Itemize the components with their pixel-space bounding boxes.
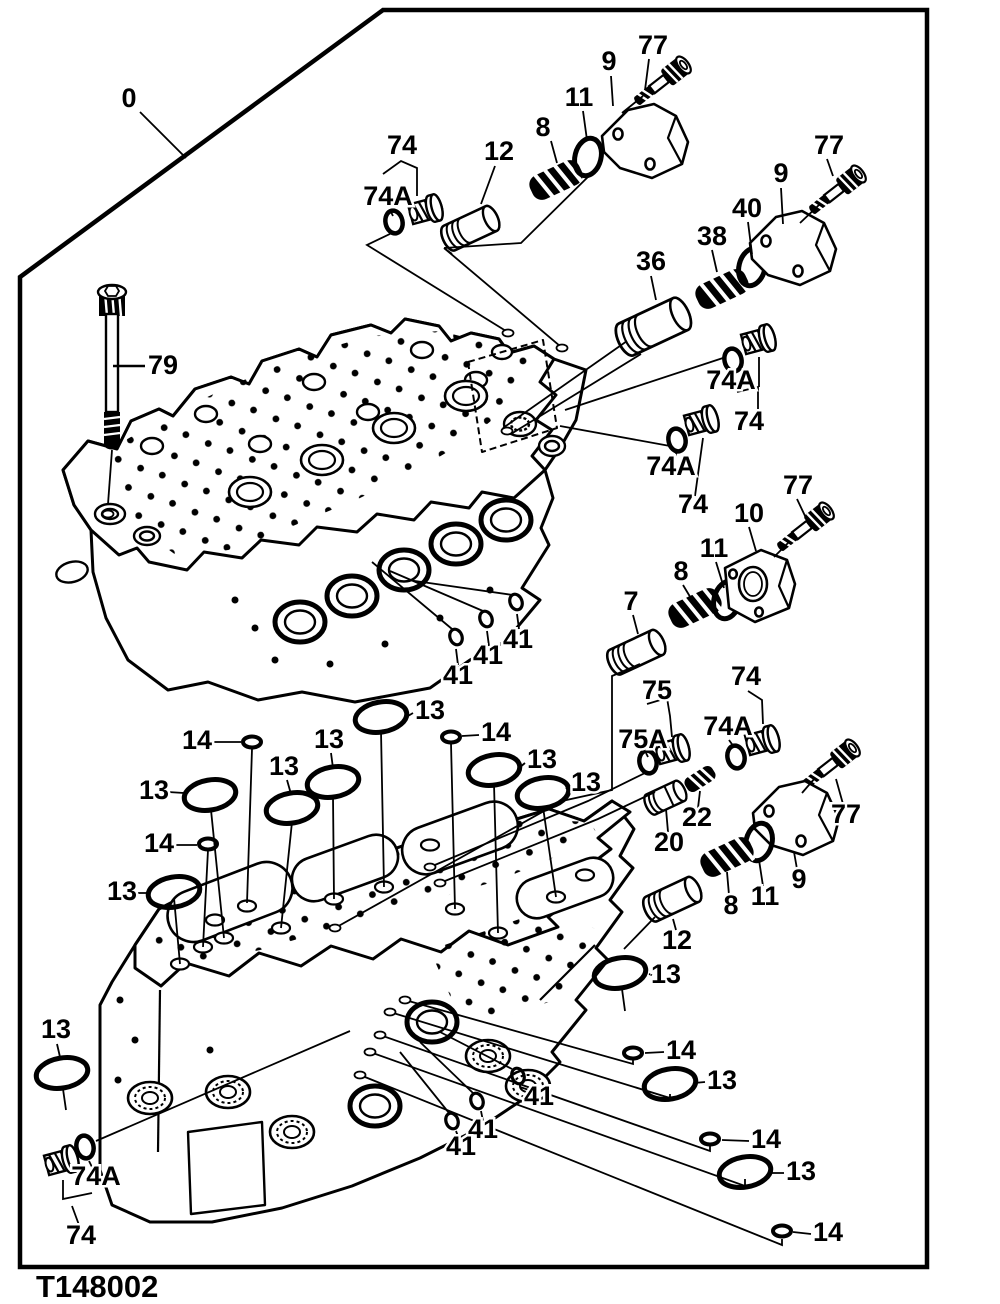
part-label-74A: 74A <box>363 181 413 211</box>
long-cap-screw-79 <box>96 283 128 450</box>
cap-screw-77-top <box>628 52 695 112</box>
part-label-41: 41 <box>446 1131 476 1161</box>
part-label-77: 77 <box>814 130 844 160</box>
cap-screw-77-second <box>803 161 870 221</box>
part-label-13: 13 <box>139 775 169 805</box>
part-label-14: 14 <box>666 1035 696 1065</box>
part-label-13: 13 <box>269 751 299 781</box>
part-label-41: 41 <box>503 624 533 654</box>
part-label-13: 13 <box>707 1065 737 1095</box>
part-label-40: 40 <box>732 193 762 223</box>
part-label-9: 9 <box>791 864 806 894</box>
part-label-41: 41 <box>473 640 503 670</box>
part-label-74: 74 <box>734 406 764 436</box>
part-label-75A: 75A <box>618 724 668 754</box>
o-ring-74A-bottom <box>725 744 746 770</box>
plug-7 <box>602 626 671 679</box>
part-label-14: 14 <box>182 725 212 755</box>
upper-valve-body <box>55 317 588 704</box>
part-label-74A: 74A <box>646 451 696 481</box>
plug-74-mid-1 <box>738 321 780 359</box>
part-label-75: 75 <box>642 675 672 705</box>
part-label-74: 74 <box>678 489 708 519</box>
o-ring-74A-top <box>383 209 404 235</box>
part-label-10: 10 <box>734 498 764 528</box>
part-label-13: 13 <box>651 959 681 989</box>
plug-36 <box>610 293 697 361</box>
part-label-20: 20 <box>654 827 684 857</box>
part-label-11: 11 <box>700 533 729 563</box>
part-label-14: 14 <box>813 1217 843 1247</box>
drawing-frame <box>17 7 930 1270</box>
part-label-0: 0 <box>121 83 136 113</box>
part-label-13: 13 <box>415 695 445 725</box>
part-label-41: 41 <box>468 1114 498 1144</box>
part-label-8: 8 <box>673 556 688 586</box>
part-label-9: 9 <box>601 46 616 76</box>
part-label-74: 74 <box>387 130 417 160</box>
part-label-74A: 74A <box>71 1161 121 1191</box>
part-label-13: 13 <box>786 1156 816 1186</box>
o-ring-11-top <box>571 135 605 178</box>
spring-38 <box>689 262 755 316</box>
leader-lines <box>56 58 844 1247</box>
part-label-8: 8 <box>723 890 738 920</box>
part-label-13: 13 <box>314 724 344 754</box>
part-label-13: 13 <box>571 767 601 797</box>
part-label-13: 13 <box>527 744 557 774</box>
o-ring-74A-mid-2 <box>666 427 687 453</box>
part-label-79: 79 <box>148 350 178 380</box>
part-label-13: 13 <box>41 1014 71 1044</box>
part-label-12: 12 <box>662 925 692 955</box>
part-label-36: 36 <box>636 246 666 276</box>
figure-id: T148002 <box>36 1269 158 1304</box>
part-label-8: 8 <box>535 112 550 142</box>
part-label-22: 22 <box>682 802 712 832</box>
cover-9-top <box>600 102 690 180</box>
part-label-7: 7 <box>623 586 638 616</box>
part-label-41: 41 <box>443 660 473 690</box>
part-label-11: 11 <box>751 881 780 911</box>
part-label-74: 74 <box>66 1220 96 1250</box>
plug-74-mid-2 <box>681 402 723 440</box>
part-label-41: 41 <box>524 1081 554 1111</box>
cover-9-bottom <box>751 779 841 857</box>
part-label-14: 14 <box>144 828 174 858</box>
plug-12-bottom <box>638 873 707 926</box>
cover-10 <box>723 548 797 624</box>
part-label-38: 38 <box>697 221 727 251</box>
spring-22 <box>680 761 720 797</box>
part-label-74: 74 <box>731 661 761 691</box>
part-label-74A: 74A <box>706 365 756 395</box>
part-label-9: 9 <box>773 158 788 188</box>
part-label-74A: 74A <box>703 711 753 741</box>
part-label-14: 14 <box>481 717 511 747</box>
spring-8-top <box>523 153 589 207</box>
part-label-11: 11 <box>565 82 594 112</box>
part-label-77: 77 <box>783 470 813 500</box>
part-label-13: 13 <box>107 876 137 906</box>
part-label-77: 77 <box>638 30 668 60</box>
part-label-12: 12 <box>484 136 514 166</box>
part-label-77: 77 <box>831 799 861 829</box>
lower-valve-body <box>98 799 636 1224</box>
part-label-14: 14 <box>751 1124 781 1154</box>
